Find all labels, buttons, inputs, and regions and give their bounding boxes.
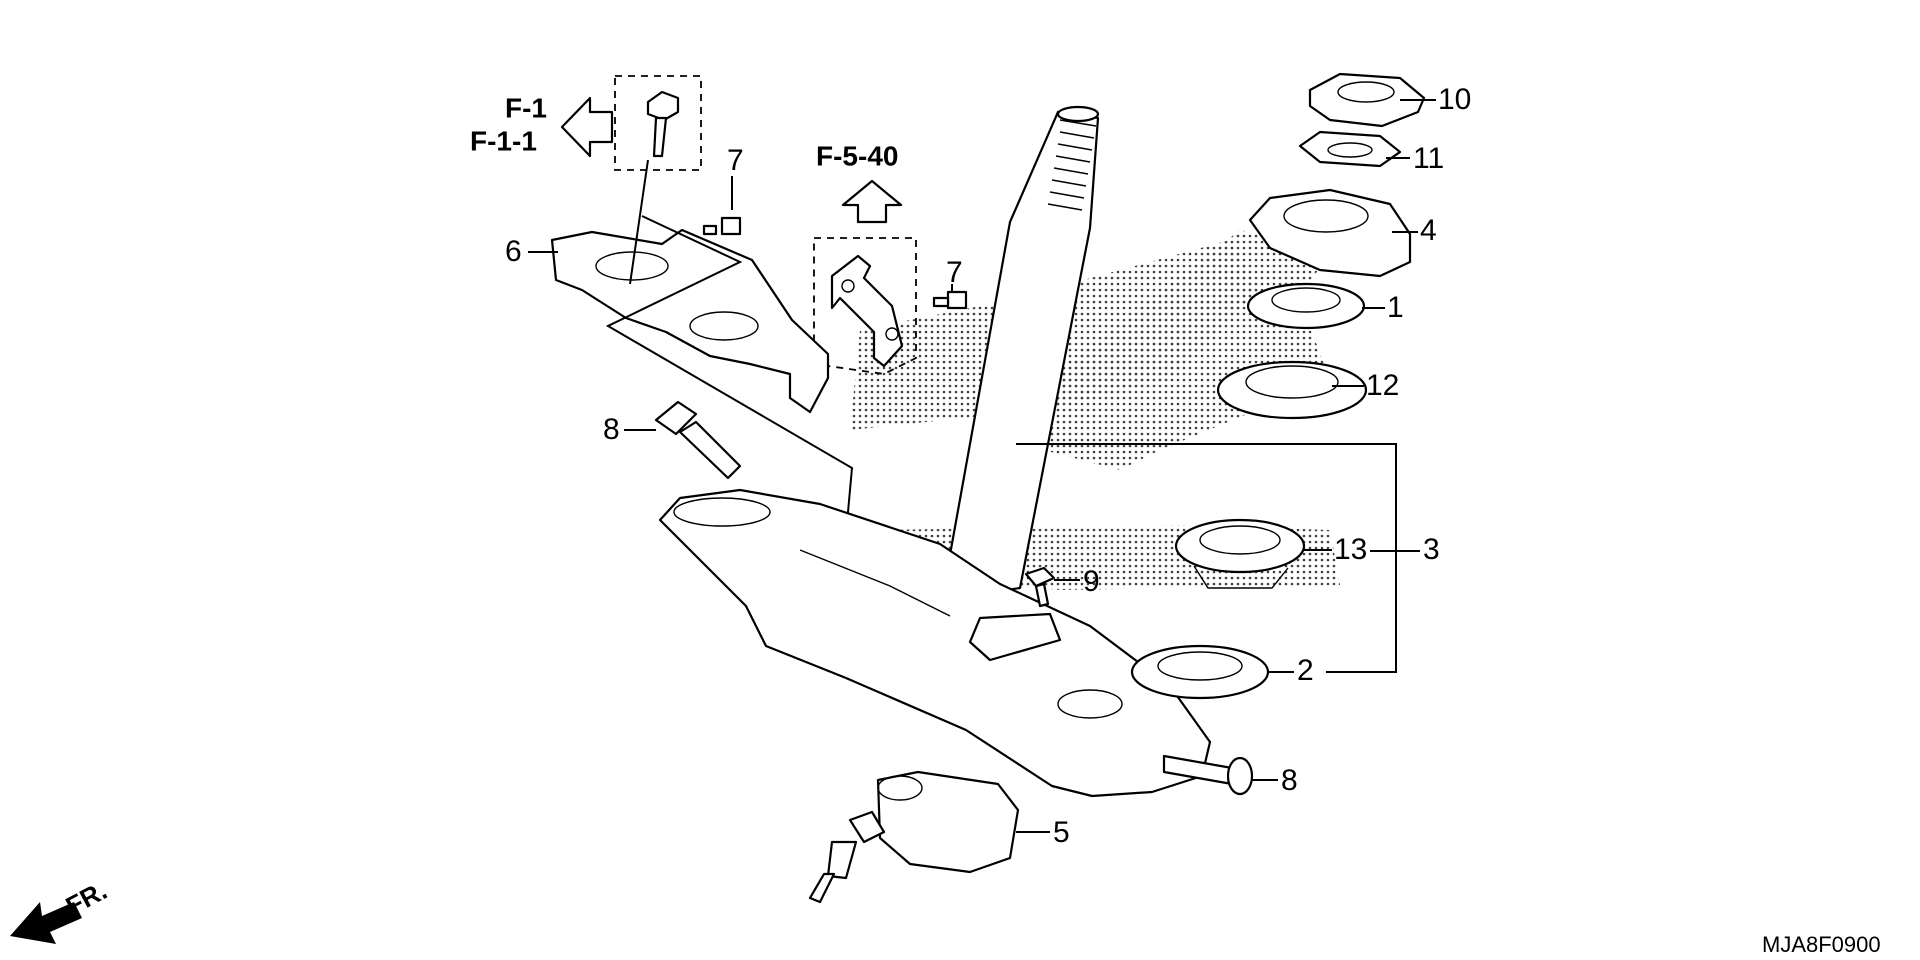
label-p8b: 8: [1281, 764, 1298, 797]
label-p4: 4: [1420, 214, 1437, 247]
part-number-labels: 10 11 4 1 12 13 3 2 8 5 9 7 7 6 8: [505, 83, 1471, 849]
label-p3: 3: [1423, 533, 1440, 566]
label-p11: 11: [1413, 142, 1444, 175]
leader-lines: [528, 99, 1436, 833]
bolt-part-7a: [702, 216, 742, 236]
label-p2: 2: [1297, 654, 1314, 687]
seal-part-2: [1130, 644, 1270, 700]
socket-bolt-8b: [1162, 754, 1254, 796]
leader-bolt-to-plate: [629, 159, 649, 285]
screw-part-9: [1024, 566, 1056, 608]
dust-seal-part-1: [1246, 282, 1366, 330]
plate-part-6: [550, 228, 830, 414]
front-direction-arrow-icon: [10, 902, 82, 944]
dashed-box-bolt: [614, 75, 702, 171]
label-p1: 1: [1387, 291, 1404, 324]
drawing-code: MJA8F0900: [1762, 932, 1881, 957]
lower-triple-clamp: [658, 488, 1212, 798]
steering-stem: [942, 105, 1100, 596]
label-p8a: 8: [603, 413, 620, 446]
arrow-left-icon: [560, 96, 614, 158]
bracket-part: [830, 254, 904, 368]
group-bracket-part-3: [1016, 443, 1397, 673]
upper-bearing-part-12: [1216, 360, 1368, 420]
ref-f540: F-5-40: [816, 140, 898, 171]
adjusting-nut-part-4: [1248, 188, 1412, 278]
lower-bearing-part-13: [1174, 518, 1306, 589]
leader-bolt-to-clamp: [605, 215, 854, 579]
label-p5: 5: [1053, 816, 1070, 849]
label-p6: 6: [505, 235, 522, 268]
socket-bolt-8a: [654, 400, 742, 480]
label-p12: 12: [1366, 369, 1399, 402]
label-p7b: 7: [946, 256, 963, 289]
arrow-up-icon: [841, 179, 903, 224]
bolt-part-7b: [932, 290, 968, 310]
label-p7a: 7: [727, 144, 744, 177]
flange-bolt-top: [646, 90, 680, 158]
page-reference-labels: F-1F-1-1 F-5-40: [470, 92, 898, 171]
label-p13: 13: [1334, 533, 1367, 566]
ignition-switch-part-5: [808, 770, 1020, 904]
lock-nut-part-10: [1308, 72, 1426, 128]
ref-f1: F-1: [505, 92, 547, 123]
label-p10: 10: [1438, 83, 1471, 116]
lock-washer-part-11: [1298, 130, 1402, 168]
label-p9: 9: [1083, 565, 1100, 598]
dashed-box-bracket: [813, 237, 917, 375]
ref-f11: F-1-1: [470, 125, 537, 156]
